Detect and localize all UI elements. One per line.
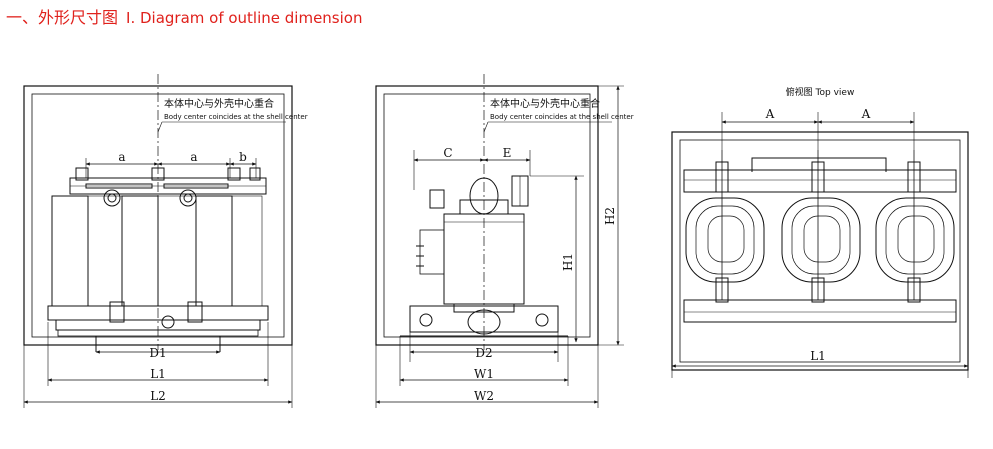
front-dim-L1: L1 <box>150 367 166 381</box>
front-terminal-n <box>249 167 261 181</box>
front-dim-b: b <box>239 150 247 164</box>
side-base <box>409 305 559 333</box>
front-view <box>23 74 293 408</box>
top-enclosure-inner <box>679 139 961 363</box>
front-terminal-1 <box>75 167 89 181</box>
side-bottom-insulator <box>467 309 501 335</box>
top-dim-L1: L1 <box>810 349 826 363</box>
side-wheel-left <box>419 313 433 327</box>
side-enclosure-inner <box>383 93 591 338</box>
top-dim-A2: A <box>861 107 871 121</box>
front-terminal-3 <box>227 167 241 181</box>
top-lifting-handle <box>751 157 887 172</box>
front-tap-1 <box>103 189 121 207</box>
top-enclosure-outer <box>671 131 969 371</box>
front-tap-2 <box>179 189 197 207</box>
page-title: 一、外形尺寸图 I. Diagram of outline dimension <box>6 4 362 28</box>
side-dim-W2: W2 <box>474 389 494 403</box>
side-view <box>375 74 624 408</box>
side-dim-E: E <box>503 146 512 160</box>
front-ground-bolt <box>161 315 175 329</box>
title-chinese: 一、外形尺寸图 <box>6 8 119 27</box>
side-note-en: Body center coincides at the shell cente… <box>490 113 634 121</box>
side-enclosure-outer <box>375 85 599 346</box>
top-view <box>671 112 969 378</box>
front-note-en: Body center coincides at the shell cente… <box>164 113 308 121</box>
top-coils <box>685 197 955 283</box>
top-upper-clamp <box>683 169 957 193</box>
front-note-cn: 本体中心与外壳中心重合 <box>164 97 274 110</box>
top-view-label: 俯视图 Top view <box>786 86 855 98</box>
side-tap-changer <box>429 189 445 209</box>
front-coils <box>51 195 263 307</box>
side-wheel-right <box>535 313 549 327</box>
top-dim-A1: A <box>765 107 775 121</box>
side-dim-H2: H2 <box>603 207 617 225</box>
title-english: I. Diagram of outline dimension <box>126 9 363 27</box>
side-dim-H1: H1 <box>561 253 575 271</box>
top-lower-clamp <box>683 299 957 323</box>
side-dim-D2: D2 <box>475 346 492 360</box>
side-note-cn: 本体中心与外壳中心重合 <box>490 97 600 110</box>
front-dim-a1: a <box>118 150 125 164</box>
front-dim-a2: a <box>190 150 197 164</box>
front-dim-L2: L2 <box>150 389 166 403</box>
front-terminal-2 <box>151 167 165 181</box>
side-dim-C: C <box>443 146 452 160</box>
front-dim-D1: D1 <box>149 346 166 360</box>
side-dim-W1: W1 <box>474 367 494 381</box>
